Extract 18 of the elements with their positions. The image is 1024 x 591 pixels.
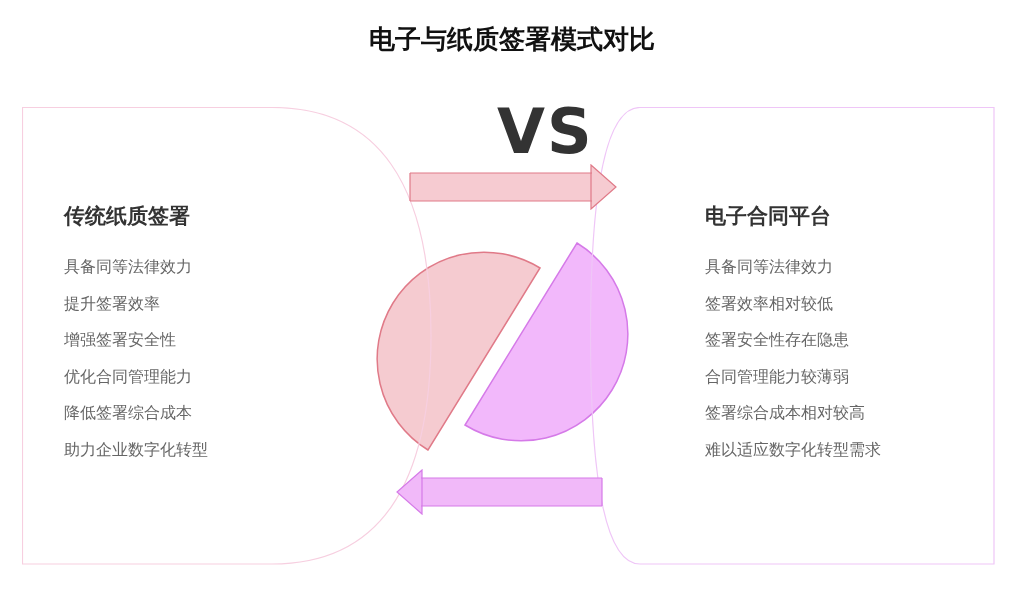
list-item: 助力企业数字化转型 (64, 439, 208, 461)
list-item: 增强签署安全性 (64, 330, 176, 351)
list-item: 具备同等法律效力 (64, 257, 192, 278)
list-item: 具备同等法律效力 (705, 257, 833, 278)
list-item: 合同管理能力较薄弱 (705, 366, 849, 388)
list-item: 提升签署效率 (64, 293, 160, 315)
list-item: 签署综合成本相对较高 (705, 403, 865, 424)
diagram-title: 电子与纸质签署模式对比 (368, 23, 656, 56)
block-arrow (409, 164, 617, 210)
block-arrow (396, 469, 603, 515)
list-item: 降低签署综合成本 (64, 403, 192, 424)
vs-label: VS (497, 95, 594, 168)
panel-heading: 电子合同平台 (705, 203, 831, 230)
list-item: 签署效率相对较低 (705, 293, 833, 315)
list-item: 难以适应数字化转型需求 (705, 439, 881, 461)
list-item: 签署安全性存在隐患 (705, 330, 849, 351)
list-item: 优化合同管理能力 (64, 366, 192, 388)
panel-heading: 传统纸质签署 (64, 203, 190, 230)
